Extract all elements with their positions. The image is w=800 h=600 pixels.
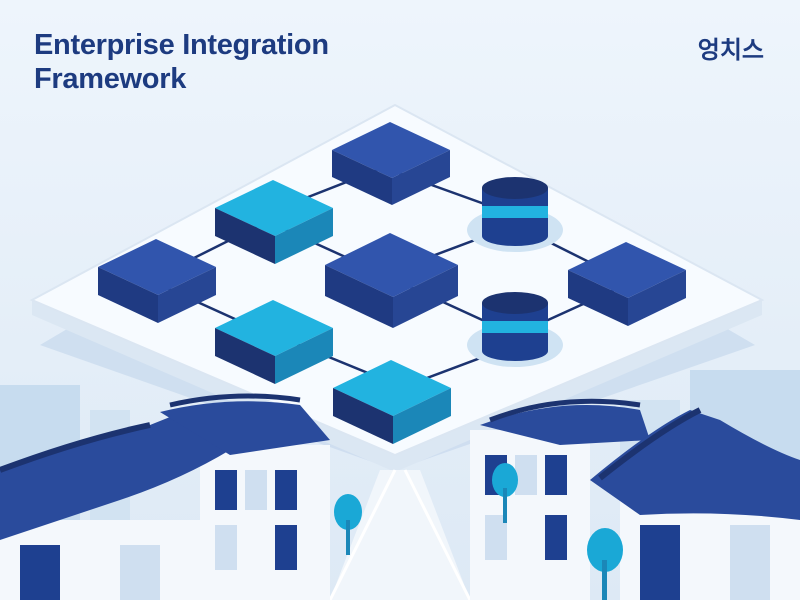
module-block-icon <box>215 300 333 384</box>
module-block-icon <box>215 180 333 264</box>
module-block-icon <box>333 360 451 444</box>
hanok-building-left <box>0 445 330 600</box>
database-icon <box>467 292 563 367</box>
hanok-roof-icon <box>0 393 330 540</box>
street <box>328 469 472 600</box>
brand-logo-text: 엉치스 <box>697 36 764 64</box>
module-block-icon <box>332 122 450 205</box>
title-line-2: Framework <box>34 63 187 95</box>
module-block-icon <box>98 239 216 323</box>
tree-icon <box>334 494 362 555</box>
title-line-1: Enterprise Integration <box>34 29 329 61</box>
database-icon <box>467 177 563 252</box>
page-title: Enterprise Integration Framework <box>34 28 329 96</box>
tree-icon <box>587 528 623 600</box>
hanok-building-right <box>470 430 800 600</box>
tree-icon <box>492 463 518 523</box>
module-block-icon <box>325 233 458 328</box>
module-block-icon <box>568 242 686 326</box>
hanok-roof-icon <box>480 398 800 520</box>
